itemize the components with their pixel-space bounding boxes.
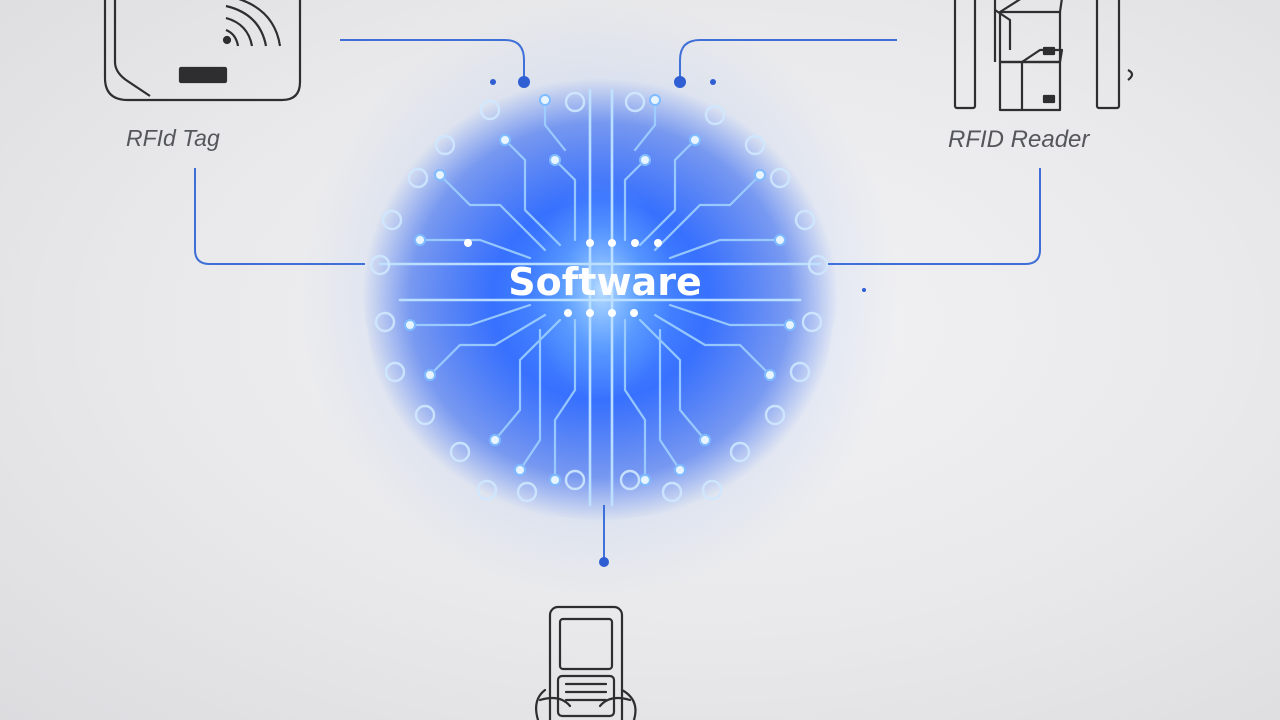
software-chip-icon: [300, 0, 900, 598]
software-label: Software: [508, 260, 701, 304]
rfid-reader-icon: [953, 0, 1134, 112]
rfid-tag-icon: [103, 0, 302, 102]
rfid-tag-label: RFId Tag: [126, 125, 220, 151]
connector-tag-left: [194, 168, 365, 265]
rfid-reader-label: RFID Reader: [948, 126, 1090, 153]
connector-reader-right: [828, 168, 1041, 265]
handheld-scanner-icon: [535, 605, 637, 720]
